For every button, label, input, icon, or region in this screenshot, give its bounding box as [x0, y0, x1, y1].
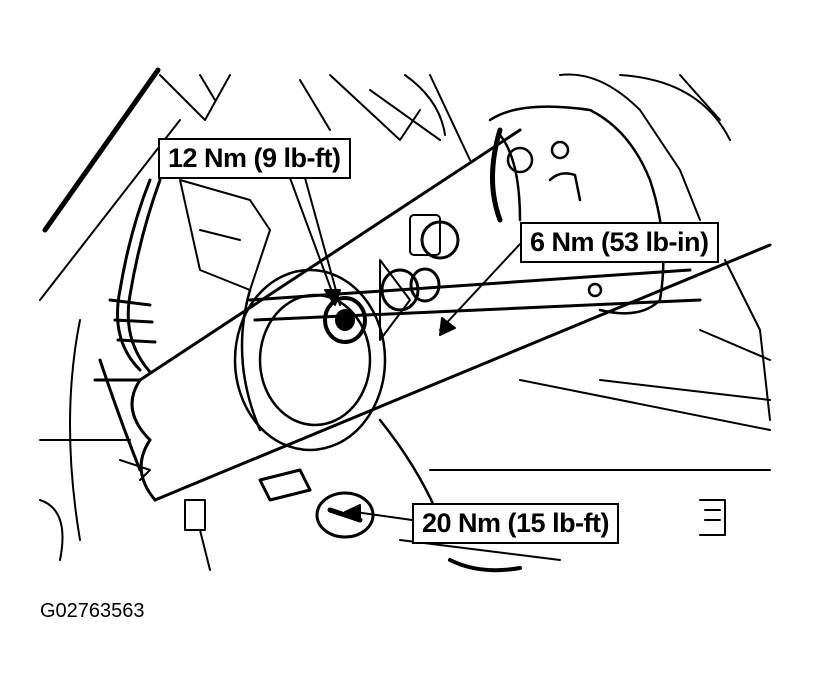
- background-structure: [39, 73, 771, 561]
- lower-bracket: [119, 179, 271, 571]
- frame-edge-line: [39, 119, 181, 301]
- torque-callout-20nm: 20 Nm (15 lb-ft): [412, 503, 620, 544]
- callout-leaders: [289, 177, 521, 521]
- right-bracket: [699, 499, 726, 536]
- figure-code: G02763563: [40, 600, 145, 622]
- torque-callout-12nm: 12 Nm (9 lb-ft): [158, 138, 351, 179]
- frame-edge-line: [42, 67, 161, 233]
- mounting-plate: [488, 105, 665, 315]
- axle-tube: [130, 128, 772, 502]
- torque-callout-6nm: 6 Nm (53 lb-in): [520, 222, 719, 263]
- wiring-harness: [93, 178, 162, 472]
- fitting-cluster: [323, 214, 460, 344]
